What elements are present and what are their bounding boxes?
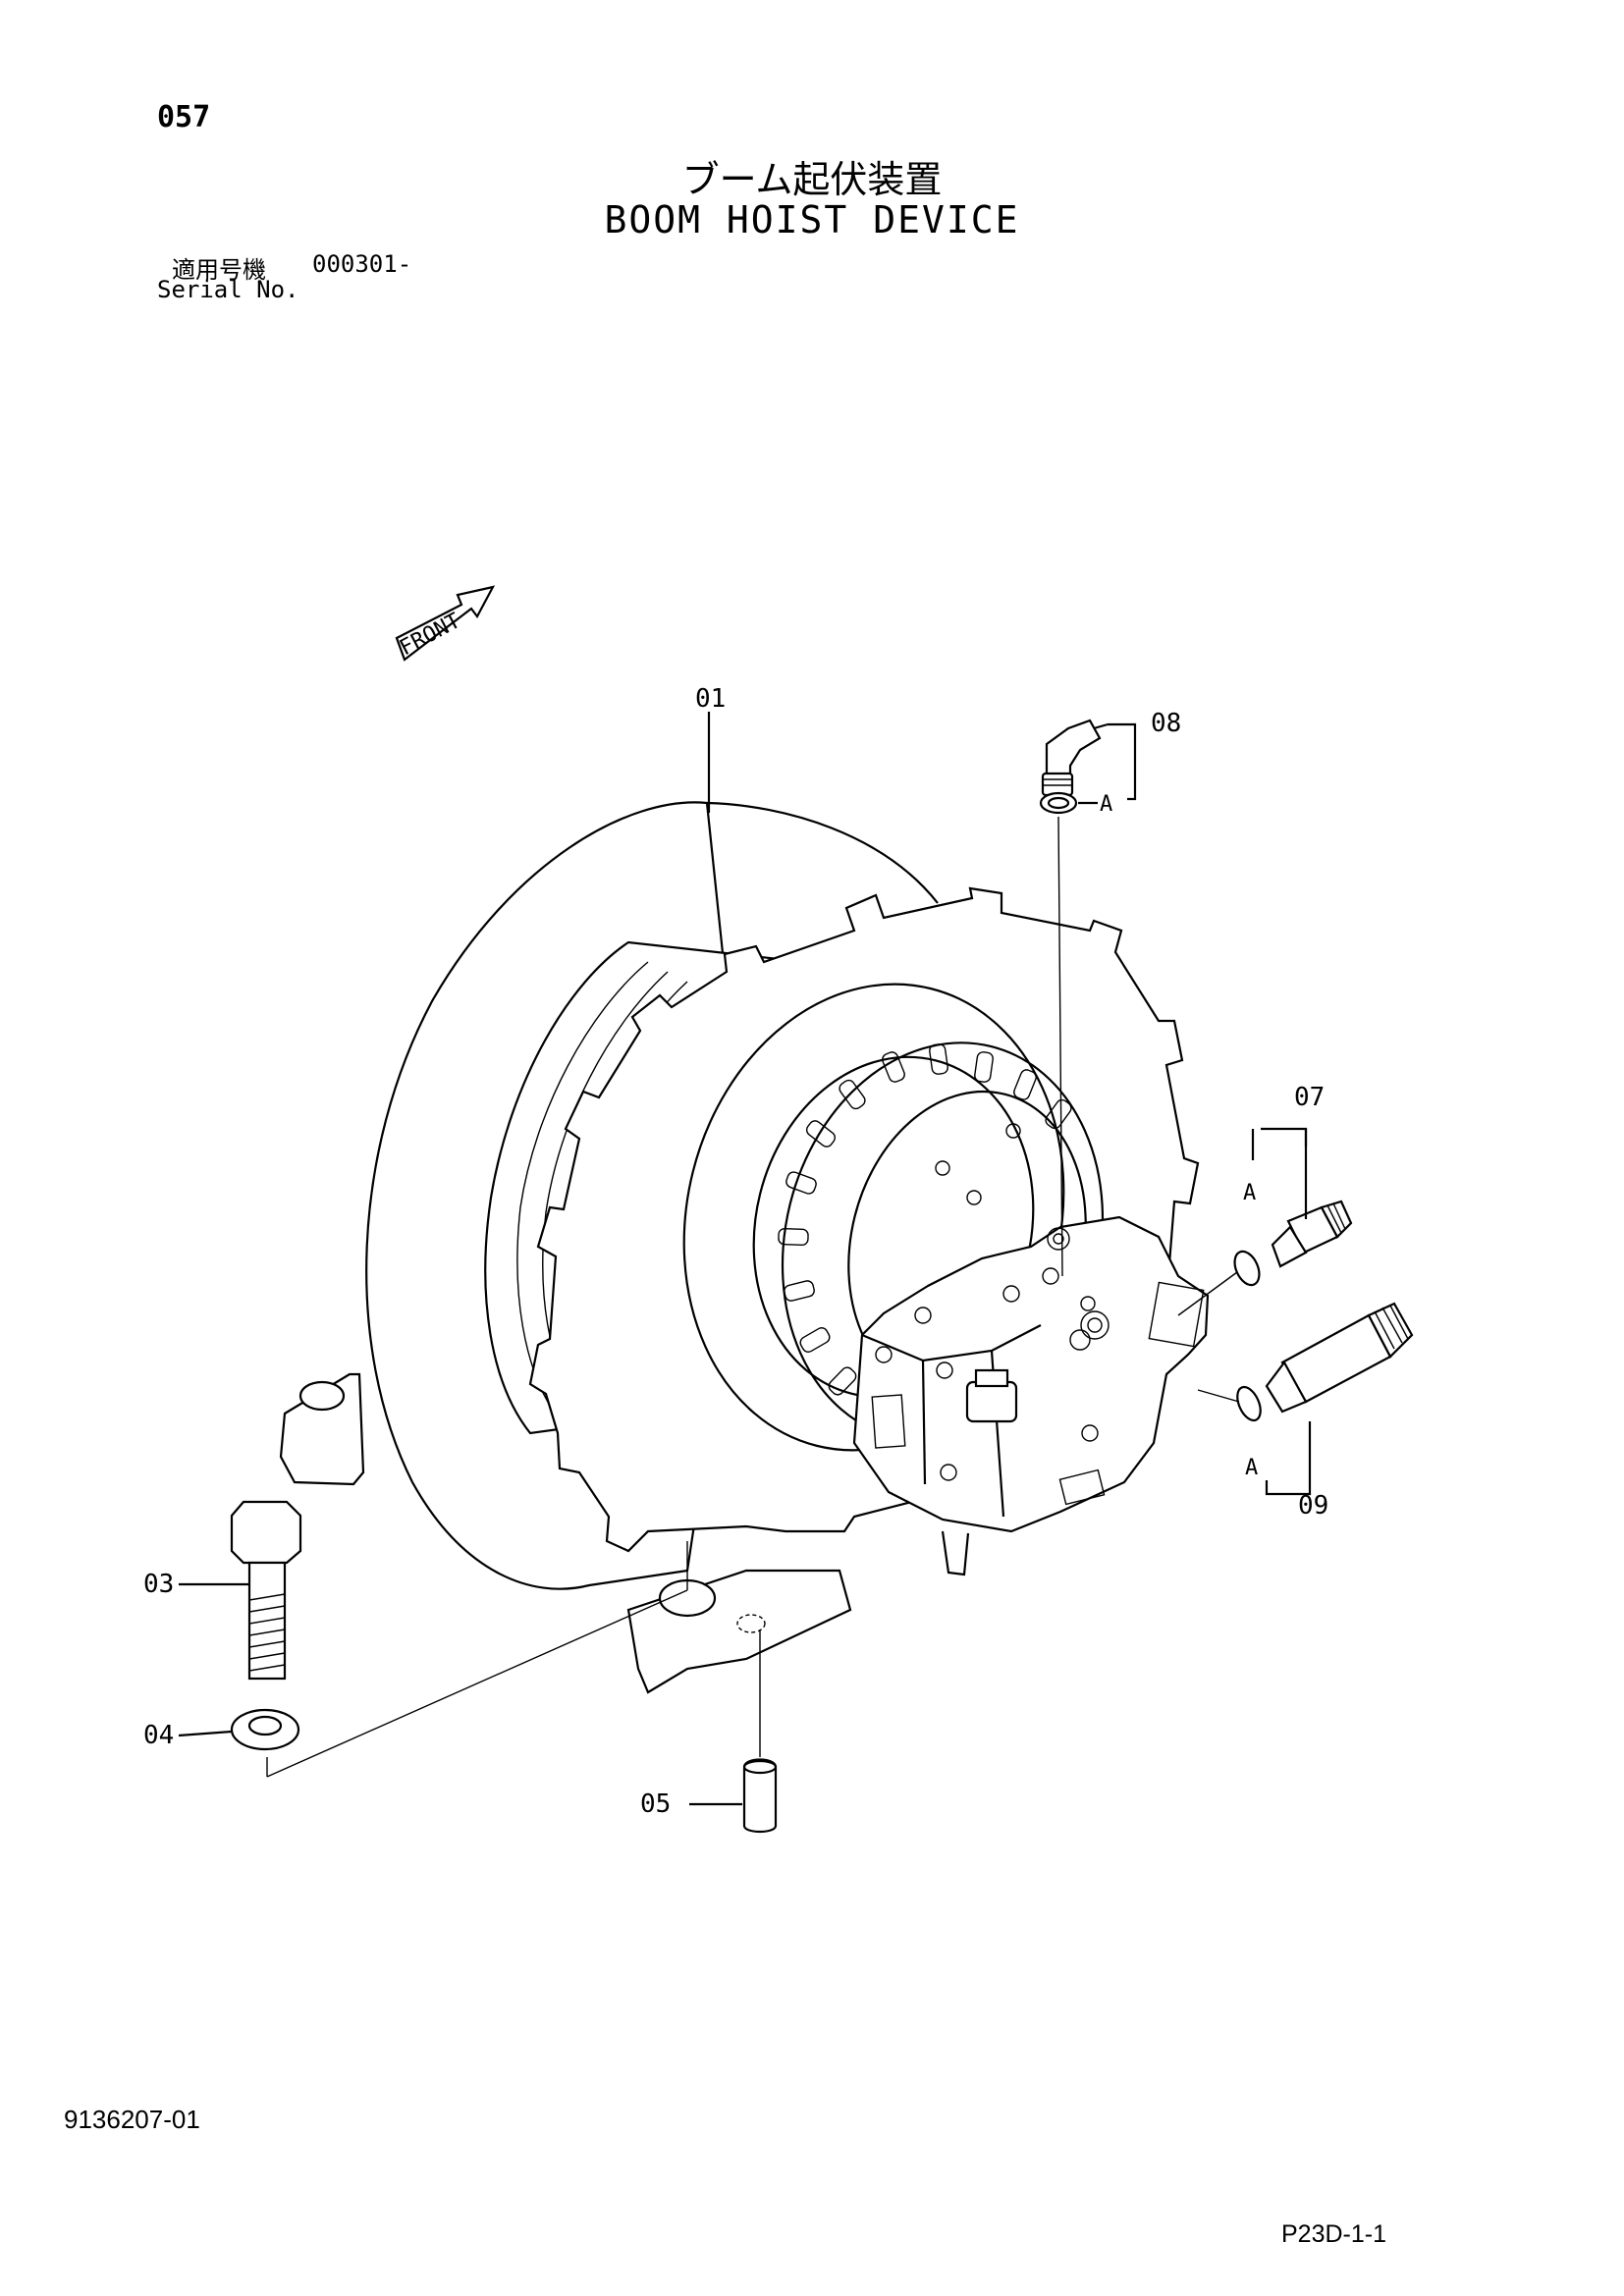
detail-marker-a-07: A [1243,1181,1256,1205]
knock-pin-part [742,1758,778,1834]
adapter-part [1236,1302,1414,1422]
serial-number: 000301- [312,250,412,278]
callout-09: 09 [1298,1491,1328,1521]
callout-07: 07 [1294,1083,1325,1112]
elbow-fitting-part [1039,719,1102,815]
mounting-foot-front [626,1569,852,1694]
callout-05: 05 [640,1789,671,1819]
front-arrow-label: FRONT [396,609,464,661]
callout-03: 03 [143,1570,174,1599]
mounting-foot-rear [279,1372,365,1486]
callout-08: 08 [1151,709,1181,738]
page-title-en: BOOM HOIST DEVICE [604,198,1020,241]
page-reference: P23D-1-1 [1281,2220,1386,2248]
callout-01: 01 [695,684,726,714]
straight-fitting-part [1233,1200,1353,1287]
front-arrow-icon: FRONT [395,585,496,662]
detail-marker-a-08: A [1100,792,1112,817]
detail-marker-a-09: A [1245,1456,1258,1480]
washer-part [230,1708,300,1751]
bolt-part [230,1500,302,1681]
serial-label-jp: 適用号機 [172,256,266,284]
page-number: 057 [157,100,211,134]
document-number: 9136207-01 [64,2105,200,2134]
page-title-jp: ブーム起伏装置 [681,158,943,201]
callout-04: 04 [143,1721,174,1750]
serial-label-en: Serial No. [157,276,299,303]
hydraulic-motor [852,1123,1210,1576]
leader-lines [178,712,1312,1806]
